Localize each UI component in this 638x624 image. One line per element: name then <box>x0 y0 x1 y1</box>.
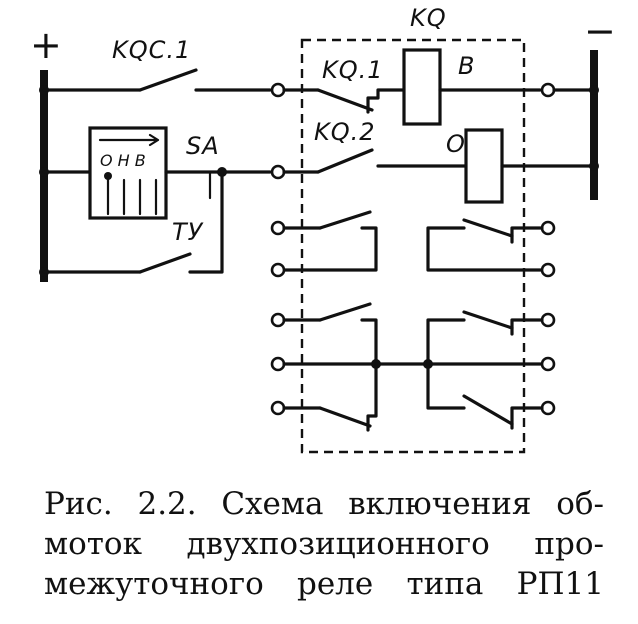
figure-caption: Рис. 2.2. Схема включения об- моток двух… <box>44 484 604 604</box>
terminal <box>540 82 556 98</box>
relay-wiring-diagram: + − KQ KQC.1 KQ.1 B О Н В SA KQ.2 O TУ <box>30 4 616 454</box>
caption-line-1: Рис. 2.2. Схема включения об- <box>44 486 604 522</box>
aux-contact <box>318 406 372 428</box>
junction-dot <box>589 85 599 95</box>
relay-kq-label: KQ <box>410 4 447 32</box>
terminal <box>270 356 286 372</box>
caption-line-2: моток двухпозиционного про- <box>44 526 604 562</box>
wire <box>360 318 378 366</box>
terminal <box>540 400 556 416</box>
kq2-contact <box>316 148 374 174</box>
coil-o-label: O <box>446 130 466 158</box>
relay-kq-enclosure <box>300 38 526 454</box>
wire <box>366 88 406 114</box>
wire <box>282 226 378 272</box>
kq1-contact <box>316 88 374 112</box>
terminal <box>270 164 286 180</box>
terminal <box>540 220 556 236</box>
wire <box>510 406 544 430</box>
kqc1-contact <box>138 68 198 92</box>
kq1-label: KQ.1 <box>322 56 384 84</box>
aux-contact <box>462 310 514 330</box>
positive-bus-label: + <box>30 23 62 67</box>
sa-label: SA <box>186 132 220 160</box>
terminal <box>540 262 556 278</box>
switch-arrow <box>98 133 160 147</box>
tu-contact <box>138 252 192 274</box>
aux-contact <box>318 302 372 322</box>
wire <box>510 226 544 244</box>
wire <box>188 170 224 274</box>
terminal <box>270 262 286 278</box>
aux-contact <box>462 394 514 426</box>
tu-label: TУ <box>172 218 204 246</box>
kq2-label: KQ.2 <box>314 118 376 146</box>
wire <box>426 226 544 272</box>
terminal <box>270 82 286 98</box>
terminal <box>270 400 286 416</box>
wire <box>366 362 378 432</box>
coil-b-label: B <box>458 52 475 80</box>
relay-coil-b <box>402 48 442 126</box>
switch-contact-strokes <box>106 174 158 216</box>
kqc1-label: KQC.1 <box>112 36 191 64</box>
terminal <box>540 312 556 328</box>
junction-dot <box>589 161 599 171</box>
switch-position-labels: О Н В <box>100 151 146 170</box>
aux-contact <box>318 210 372 230</box>
relay-coil-o <box>464 128 504 204</box>
wire <box>510 318 544 336</box>
aux-contact <box>462 218 514 238</box>
terminal <box>270 220 286 236</box>
terminal <box>540 356 556 372</box>
terminal <box>270 312 286 328</box>
negative-bus-label: − <box>584 9 616 53</box>
wire <box>426 318 466 410</box>
caption-line-3: межуточного реле типа РП11 <box>44 566 604 602</box>
junction-dot <box>104 172 112 180</box>
